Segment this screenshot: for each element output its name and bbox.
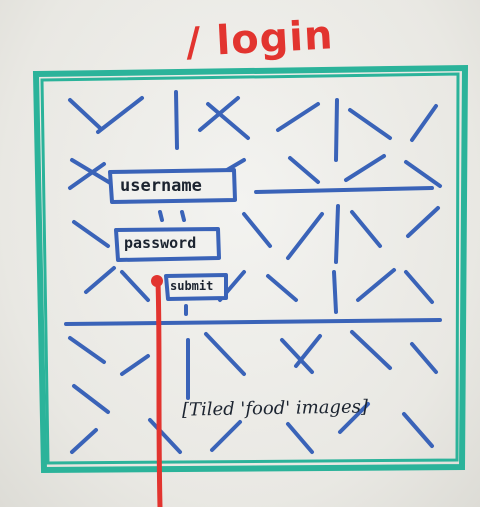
password-label: password	[124, 234, 197, 252]
page-frame	[32, 64, 469, 474]
route-title: / login	[184, 12, 335, 66]
password-field-outline	[114, 227, 221, 262]
submit-button-outline	[164, 273, 228, 301]
username-label: username	[120, 176, 202, 196]
submit-label: submit	[170, 279, 214, 293]
tiled-images-caption: [Tiled 'food' images]	[181, 396, 369, 421]
pointer-annotation	[151, 275, 163, 507]
form-boxes	[108, 168, 237, 301]
sketch-ticks	[158, 210, 188, 316]
username-field-outline	[108, 168, 237, 204]
